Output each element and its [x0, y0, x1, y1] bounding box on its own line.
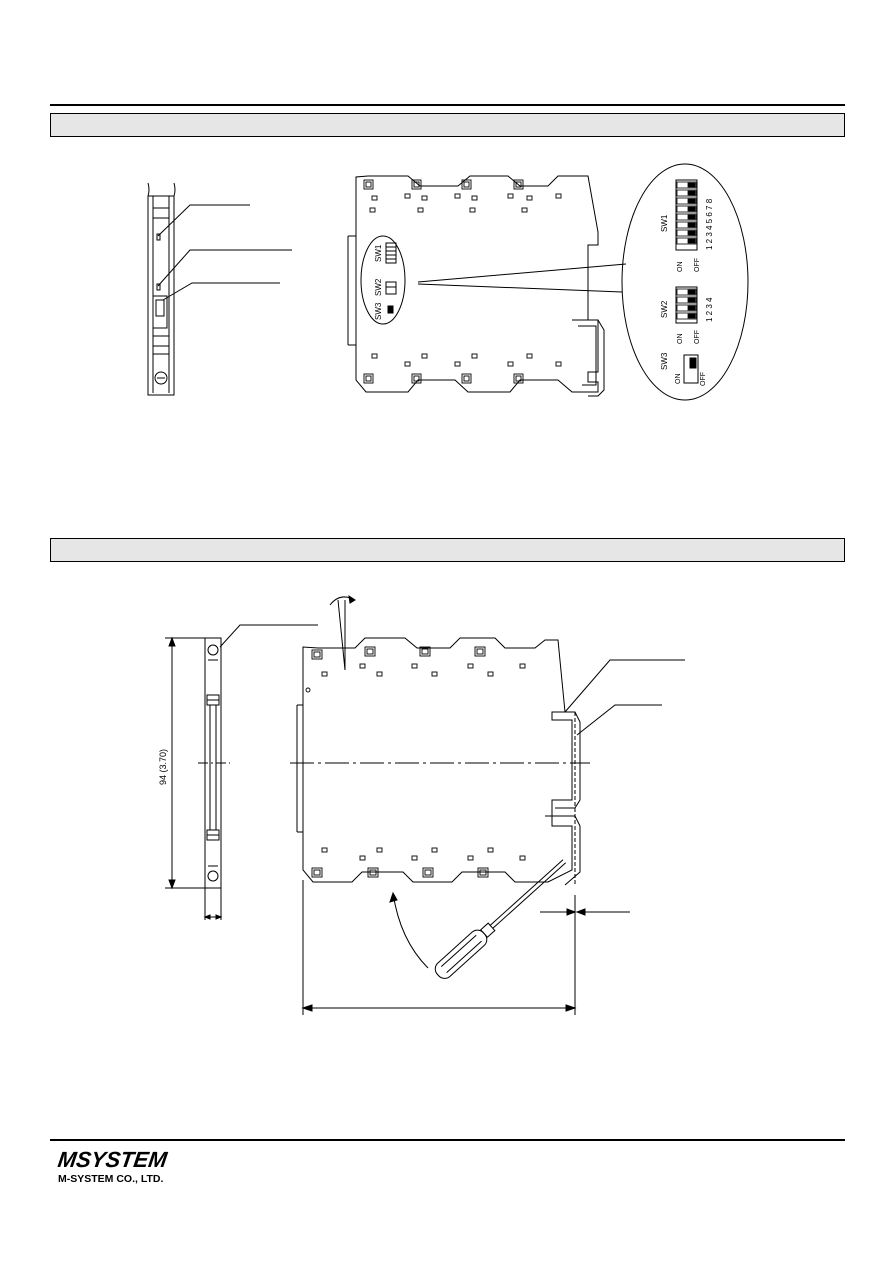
detail-sw1-label: SW1 — [660, 214, 669, 232]
detail-sw3-label: SW3 — [660, 352, 669, 370]
detail-sw3-off: OFF — [700, 372, 707, 386]
front-view-module: SW1 SW2 SW3 — [347, 175, 627, 397]
section-header-bar-2 — [50, 538, 845, 562]
module-sw1-label: SW1 — [374, 244, 383, 262]
module-sw2-label: SW2 — [374, 278, 383, 296]
top-rule — [50, 104, 845, 106]
detail-sw2-numbers: 1 2 3 4 — [705, 297, 714, 322]
section-header-bar-1 — [50, 113, 845, 137]
detail-sw1-on: ON — [677, 262, 684, 273]
detail-sw2-label: SW2 — [660, 300, 669, 318]
module-sw3-label: SW3 — [374, 302, 383, 320]
detail-sw1-numbers: 1 2 3 4 5 6 7 8 — [705, 198, 714, 250]
detail-sw1-off: OFF — [694, 258, 701, 272]
front-view-mounting — [290, 594, 685, 1015]
height-dimension-label: 94 (3.70) — [158, 749, 168, 785]
detail-sw3-on: ON — [675, 374, 682, 385]
bottom-rule — [50, 1139, 845, 1141]
logo-mark: MSYSTEM — [56, 1147, 169, 1172]
side-view-dimensioned: 94 (3.70) — [158, 624, 318, 920]
detail-sw2-off: OFF — [694, 330, 701, 344]
company-name: M-SYSTEM CO., LTD. — [58, 1173, 164, 1185]
detail-sw2-on: ON — [677, 334, 684, 345]
company-logo: MSYSTEM M-SYSTEM CO., LTD. — [56, 1147, 198, 1188]
side-view-narrow — [147, 182, 292, 396]
switch-detail-callout: SW1 ON OFF 1 2 3 4 5 6 7 8 SW2 ON OFF 1 … — [621, 163, 749, 401]
